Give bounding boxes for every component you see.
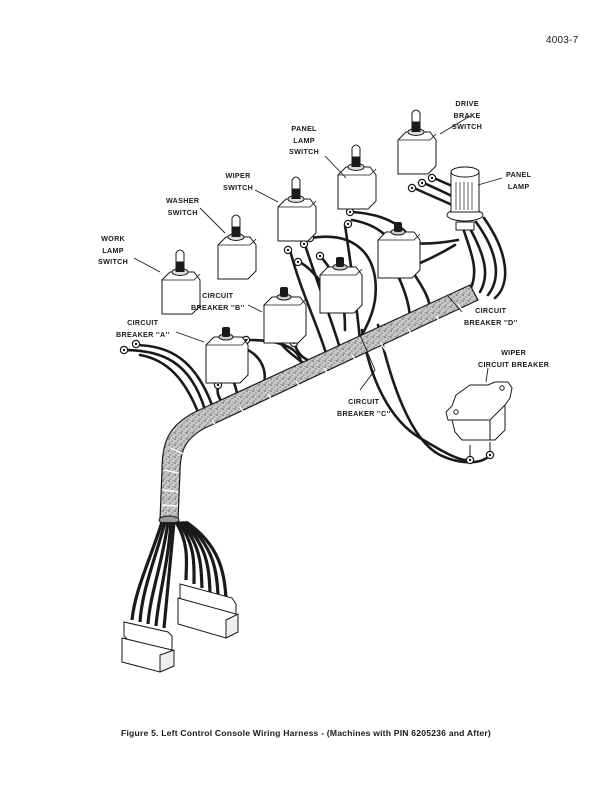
label-line: BREAKER ''C'' (337, 408, 391, 418)
circuit-breaker-d (377, 221, 421, 279)
label-wiper-circuit-breaker: WIPER CIRCUIT BREAKER (478, 347, 549, 370)
label-line: PANEL (291, 124, 317, 133)
label-line: CIRCUIT (475, 306, 507, 315)
label-line: WORK (101, 234, 126, 243)
panel-lamp-switch (337, 144, 377, 210)
label-line: SWITCH (98, 257, 129, 266)
label-wiper-switch: WIPER SWITCH (223, 170, 253, 193)
label-line: LAMP (102, 245, 124, 255)
label-line: DRIVE (455, 99, 479, 108)
label-line: LAMP (507, 181, 530, 191)
label-line: SWITCH (167, 207, 198, 217)
label-panel-lamp-switch: PANEL LAMP SWITCH (289, 123, 319, 158)
panel-lamp (446, 166, 484, 231)
label-line: CIRCUIT (202, 291, 234, 300)
figure-caption: Figure 5. Left Control Console Wiring Ha… (121, 728, 491, 738)
circuit-breaker-a (205, 326, 249, 384)
label-work-lamp-switch: WORK LAMP SWITCH (98, 233, 128, 268)
label-panel-lamp: PANEL LAMP (506, 169, 531, 192)
label-line: PANEL (506, 170, 532, 179)
label-circuit-breaker-b: CIRCUIT BREAKER ''B'' (191, 290, 244, 313)
label-line: BRAKE (453, 110, 481, 120)
harness-trunk (158, 284, 479, 525)
label-circuit-breaker-c: CIRCUIT BREAKER ''C'' (337, 396, 390, 419)
label-circuit-breaker-a: CIRCUIT BREAKER ''A'' (116, 317, 169, 340)
label-line: WIPER (225, 171, 251, 180)
label-drive-brake-switch: DRIVE BRAKE SWITCH (452, 98, 482, 133)
label-line: LAMP (293, 135, 315, 145)
drive-brake-switch (397, 109, 437, 175)
label-line: SWITCH (452, 122, 483, 131)
label-line: WASHER (166, 196, 200, 205)
label-line: CIRCUIT (127, 318, 159, 327)
washer-switch (217, 214, 257, 280)
label-line: SWITCH (223, 182, 254, 192)
label-circuit-breaker-d: CIRCUIT BREAKER ''D'' (464, 305, 517, 328)
label-line: BREAKER ''D'' (464, 317, 518, 327)
connector-4-pin (121, 621, 175, 673)
label-line: BREAKER ''A'' (116, 329, 170, 339)
label-line: WIPER (501, 348, 527, 357)
label-line: SWITCH (289, 147, 320, 156)
leader-lines (133, 115, 503, 391)
connector-wires (130, 520, 228, 629)
label-line: CIRCUIT BREAKER (478, 359, 550, 369)
label-line: BREAKER ''B'' (191, 302, 245, 312)
connector-6-pin (177, 583, 239, 639)
label-line: CIRCUIT (348, 397, 380, 406)
label-washer-switch: WASHER SWITCH (166, 195, 199, 218)
wiper-circuit-breaker (445, 381, 513, 456)
wiper-switch (277, 176, 317, 242)
circuit-breaker-b (263, 286, 307, 344)
page-number: 4003-7 (546, 35, 579, 46)
